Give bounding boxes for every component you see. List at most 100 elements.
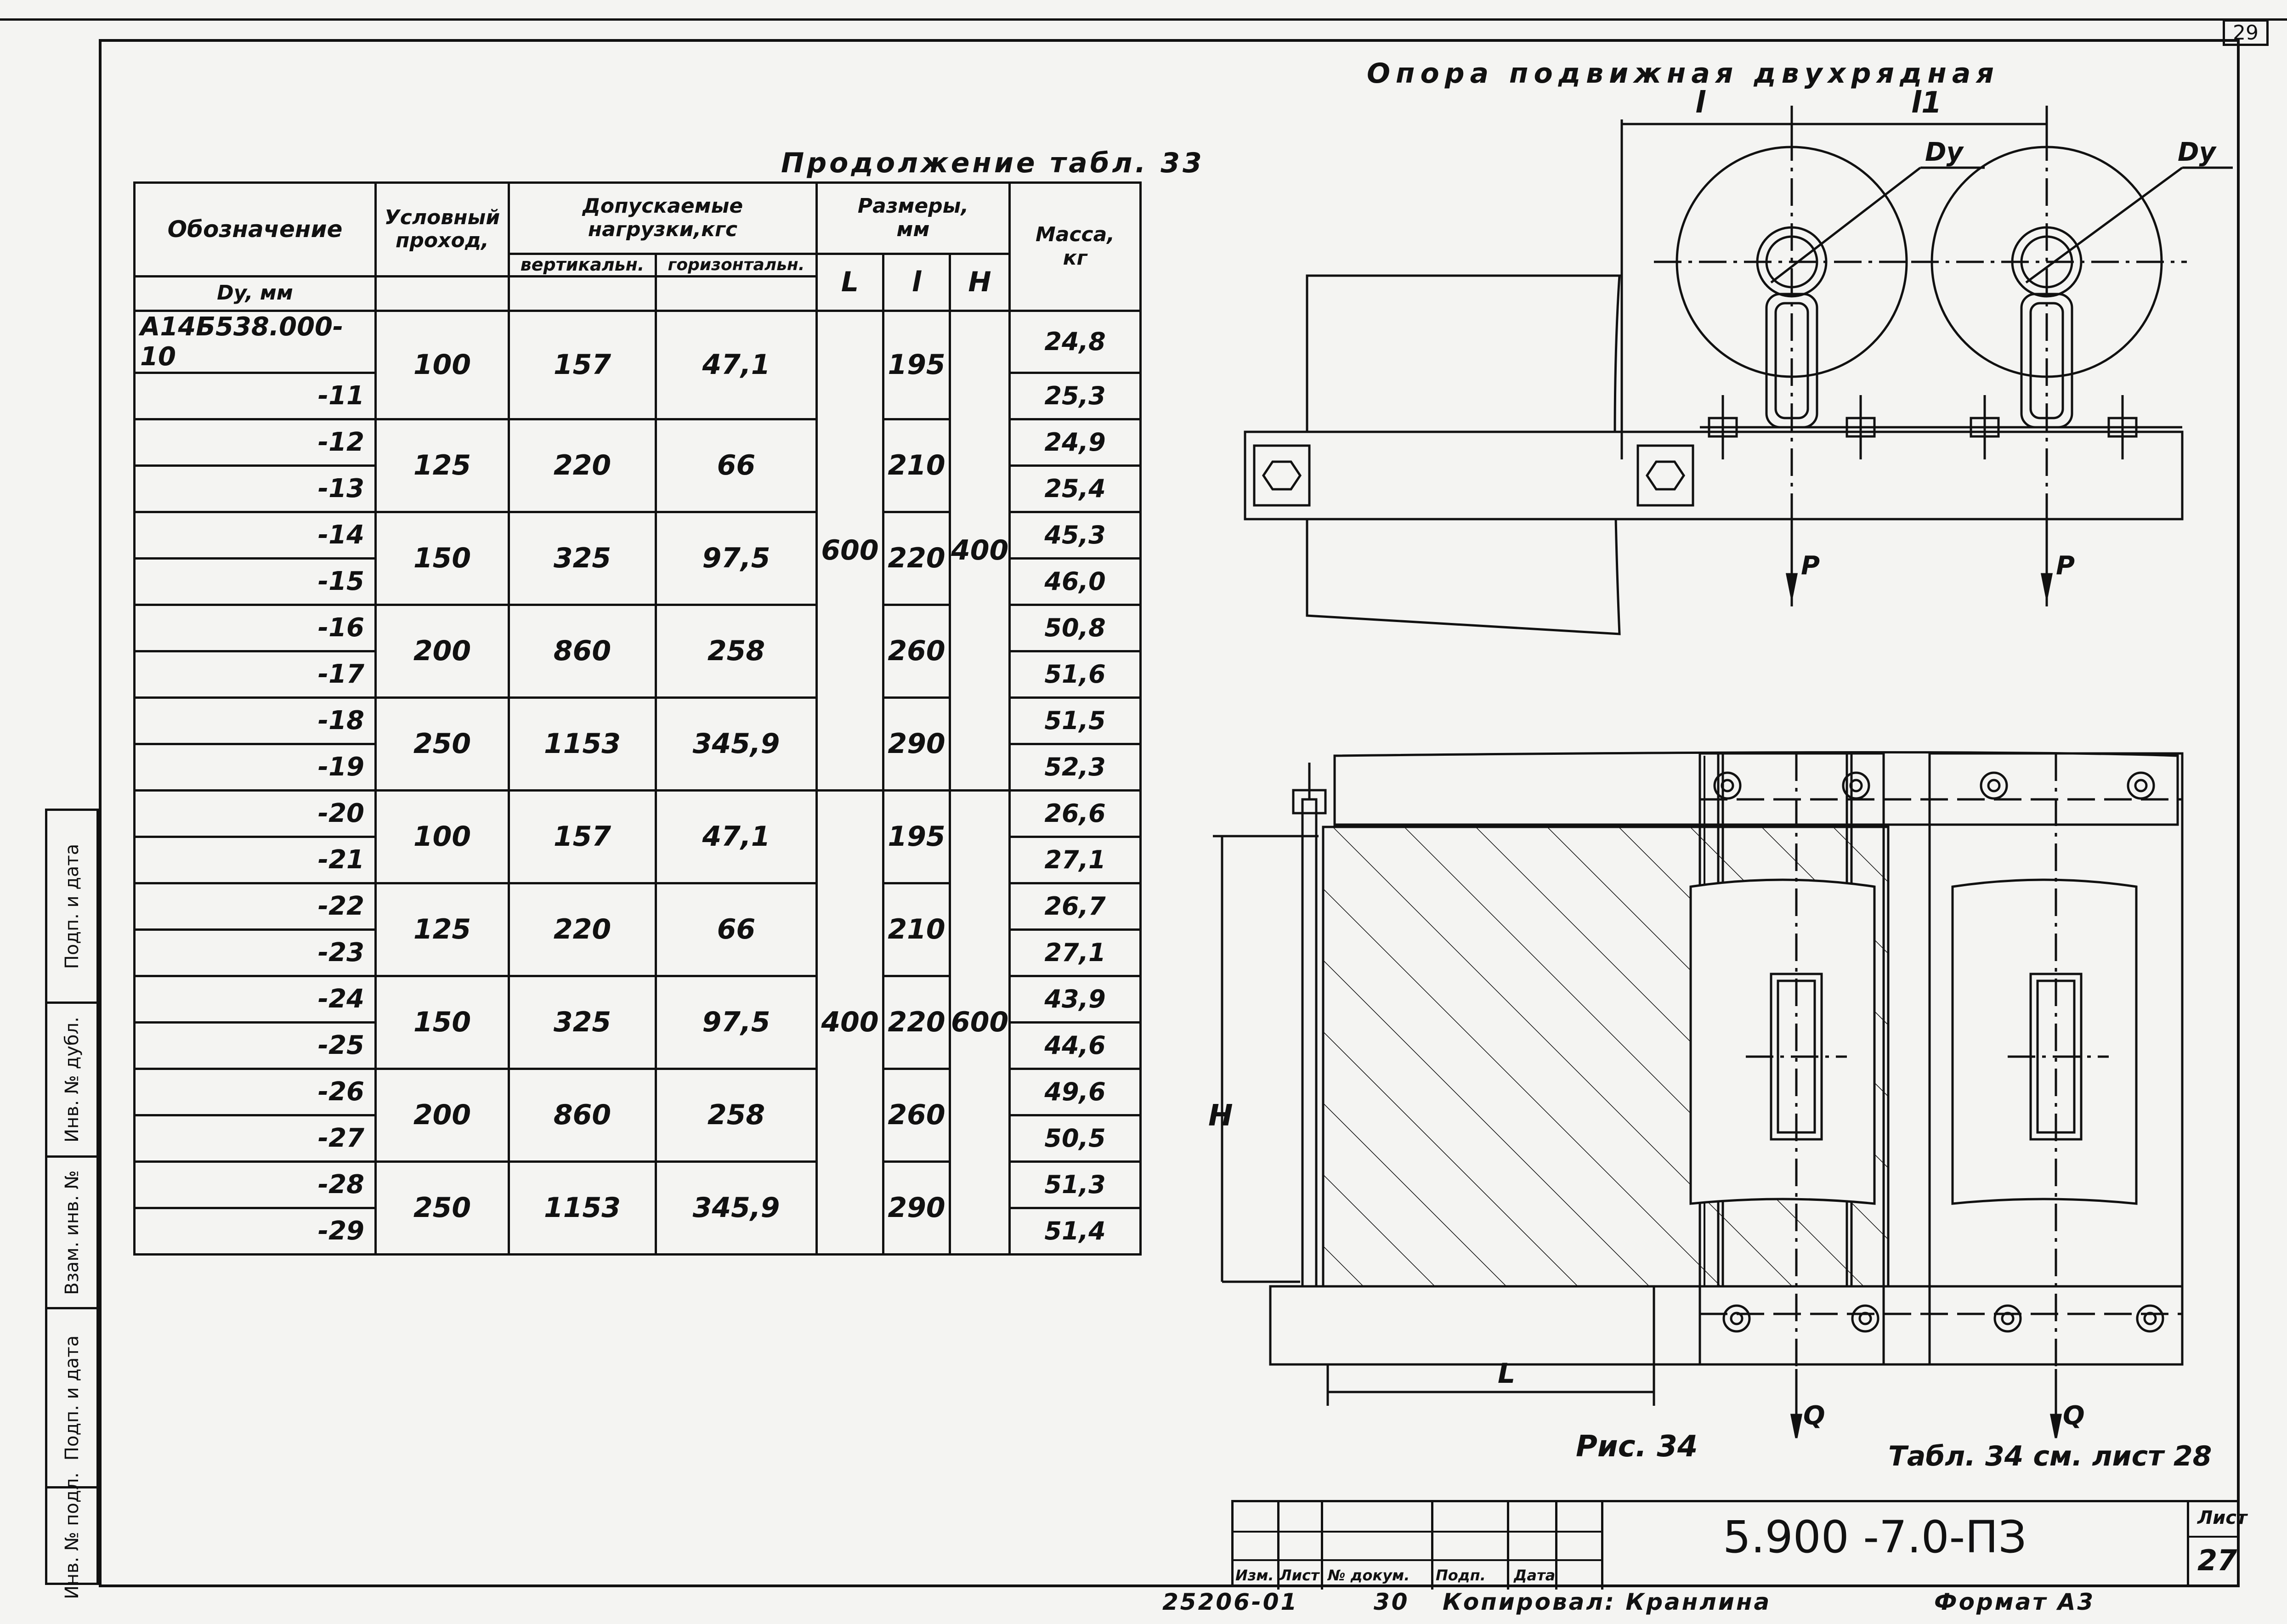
title-block: Изм. Лист № докум. Подп. Дата	[1231, 1500, 2240, 1590]
stamp-cell: Инв. № дубл.	[47, 1004, 96, 1158]
dim-H-cell: 600	[948, 789, 1011, 1256]
mass-cell: 44,6	[1008, 1021, 1142, 1070]
header-l: l	[882, 253, 951, 312]
force-p-left: P	[1801, 551, 1820, 581]
dim-H-cell: 400	[948, 309, 1011, 792]
document-number: 5.900 -7.0-ПЗ	[1723, 1511, 2027, 1563]
footer-order: 25206-01	[1162, 1589, 1299, 1615]
horizontal-load-cell: 258	[655, 1067, 818, 1163]
bore-cell: 200	[374, 1067, 510, 1163]
page-number: 29	[2223, 19, 2269, 46]
dim-H: H	[1208, 1099, 1233, 1133]
stamp-cell: Взам. инв. №	[47, 1158, 96, 1309]
designation-cell: -13	[133, 464, 377, 513]
mass-cell: 24,9	[1008, 418, 1142, 467]
sheet-label: Лист	[2197, 1507, 2247, 1528]
horizontal-load-cell: 345,9	[655, 1160, 818, 1256]
mass-cell: 46,0	[1008, 557, 1142, 606]
designation-cell: -18	[133, 696, 377, 745]
header-loads: Допускаемые нагрузки,кгс	[508, 181, 818, 255]
horizontal-load-cell: 47,1	[655, 309, 818, 420]
bore-cell: 125	[374, 418, 510, 513]
mass-cell: 51,5	[1008, 696, 1142, 745]
loads-table: Обозначение Условный проход, Допускаемые…	[133, 181, 1142, 1256]
mass-cell: 25,3	[1008, 371, 1142, 420]
bolt-box	[1253, 444, 1311, 507]
dim-l1: l1	[1911, 86, 1942, 120]
bore-cell: 250	[374, 696, 510, 792]
horizontal-load-cell: 258	[655, 603, 818, 699]
nut-icon	[1645, 460, 1686, 491]
horizontal-load-cell: 97,5	[655, 510, 818, 606]
vertical-load-cell: 860	[508, 603, 657, 699]
header-vertical-load	[374, 275, 510, 312]
force-p-right: P	[2056, 551, 2075, 581]
header-dy-unit: Dy, мм	[133, 275, 377, 312]
table-reference: Табл. 34 см. лист 28	[1888, 1440, 2212, 1472]
designation-cell: -11	[133, 371, 377, 420]
dim-l-cell: 290	[882, 696, 951, 792]
vertical-load-cell: 157	[508, 789, 657, 884]
tb-col-izm: Изм.	[1235, 1567, 1274, 1584]
designation-cell: -17	[133, 650, 377, 699]
horizontal-load-cell: 97,5	[655, 974, 818, 1070]
horizontal-load-cell: 47,1	[655, 789, 818, 884]
dim-l-cell: 195	[882, 309, 951, 420]
stamp-cell: Подп. и дата	[47, 811, 96, 1004]
dy-label-left: Dy	[1925, 137, 1964, 167]
mass-cell: 25,4	[1008, 464, 1142, 513]
support-beam	[1244, 430, 2184, 521]
horizontal-load-cell: 66	[655, 418, 818, 513]
sheet-box: Лист 27	[2187, 1500, 2247, 1587]
figure-caption: Рис. 34	[1576, 1430, 1698, 1464]
stamp-cell: Подп. и дата	[47, 1309, 96, 1488]
designation-cell: -22	[133, 882, 377, 931]
dy-label-right: Dy	[2178, 137, 2217, 167]
designation-cell: -23	[133, 928, 377, 977]
dim-l-cell: 210	[882, 418, 951, 513]
mass-cell: 43,9	[1008, 974, 1142, 1024]
drawing-title: Опора подвижная двухрядная	[1367, 57, 1999, 90]
vertical-load-cell: 1153	[508, 1160, 657, 1256]
vertical-load-cell: 157	[508, 309, 657, 420]
header-dimensions: Размеры,мм	[815, 181, 1011, 255]
table-row: -13 25,4	[133, 464, 1142, 513]
designation-cell: -27	[133, 1114, 377, 1163]
horizontal-load-cell: 66	[655, 882, 818, 977]
dim-l-cell: 195	[882, 789, 951, 884]
header-H: H	[948, 253, 1011, 312]
designation-cell: -20	[133, 789, 377, 838]
dim-l: l	[1695, 86, 1706, 120]
footer-copied: Копировал: Кранлина	[1443, 1589, 1772, 1615]
vertical-load-cell: 1153	[508, 696, 657, 792]
bore-cell: 100	[374, 309, 510, 420]
mass-cell: 24,8	[1008, 309, 1142, 374]
vertical-load-cell: 325	[508, 974, 657, 1070]
dim-L-cell: 400	[815, 789, 884, 1256]
nut-icon	[1262, 460, 1302, 491]
vertical-load-cell: 220	[508, 418, 657, 513]
header-designation: Обозначение	[133, 181, 377, 277]
mass-cell: 52,3	[1008, 742, 1142, 792]
top-border-line	[0, 18, 2287, 21]
bore-cell: 200	[374, 603, 510, 699]
force-q-left: Q	[1803, 1401, 1825, 1431]
bore-cell: 250	[374, 1160, 510, 1256]
mass-cell: 50,5	[1008, 1114, 1142, 1163]
designation-cell: -29	[133, 1206, 377, 1256]
bolt-box	[1636, 444, 1694, 507]
